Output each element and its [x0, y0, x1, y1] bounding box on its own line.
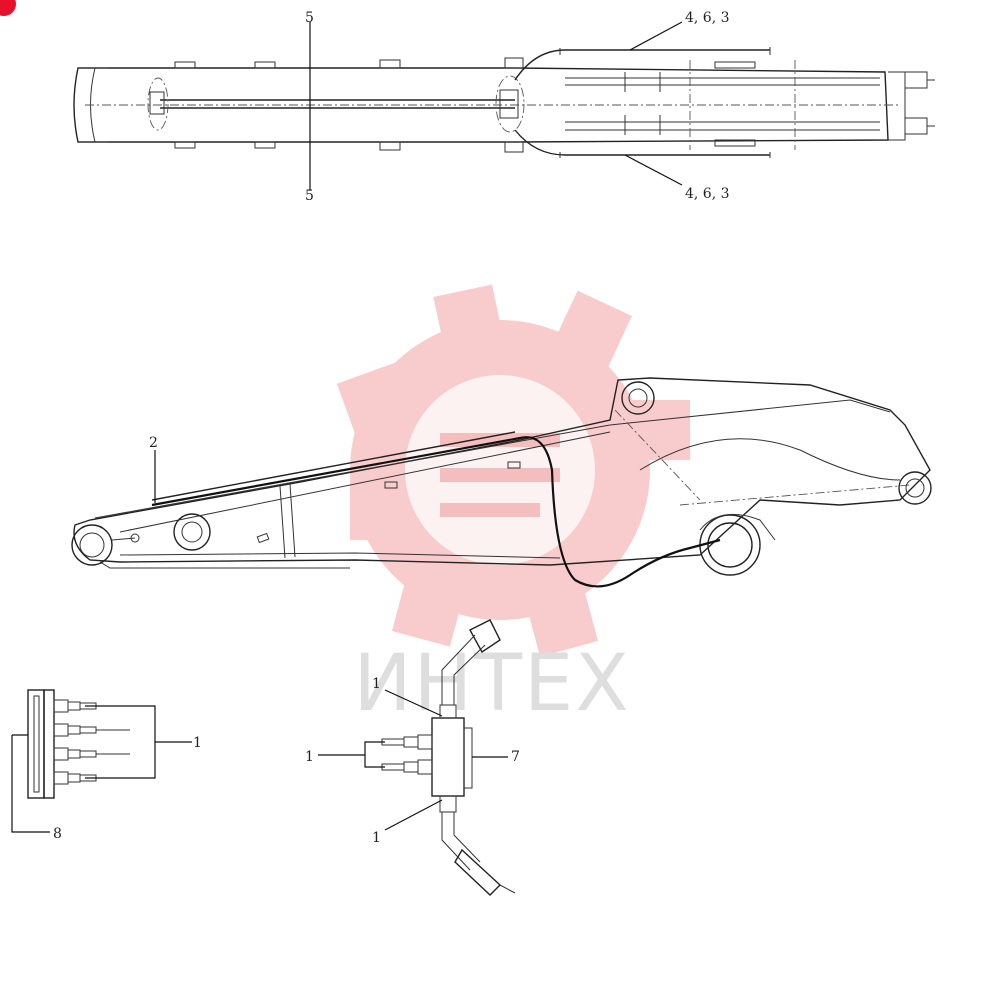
- label-top-463-a: 4, 6, 3: [685, 10, 730, 26]
- label-top-5-b: 5: [305, 188, 314, 204]
- label-left-1: 1: [193, 735, 202, 751]
- label-side-2: 2: [149, 435, 158, 451]
- corner-badge: [0, 0, 16, 16]
- label-top-5-a: 5: [305, 10, 314, 26]
- manifold-detail-right: [318, 619, 516, 896]
- manifold-detail-left: [11, 689, 192, 833]
- label-top-463-b: 4, 6, 3: [685, 186, 730, 202]
- boom-top-view: [73, 21, 935, 190]
- boom-side-view: [71, 377, 932, 588]
- watermark-text: ИНТЕХ: [353, 639, 630, 729]
- label-right-1-top: 1: [372, 676, 381, 692]
- label-right-1-bottom: 1: [372, 830, 381, 846]
- watermark-logo: ИНТЕХ: [336, 284, 690, 729]
- label-left-8: 8: [53, 826, 62, 842]
- label-right-7: 7: [511, 749, 520, 765]
- label-right-1-left: 1: [305, 749, 314, 765]
